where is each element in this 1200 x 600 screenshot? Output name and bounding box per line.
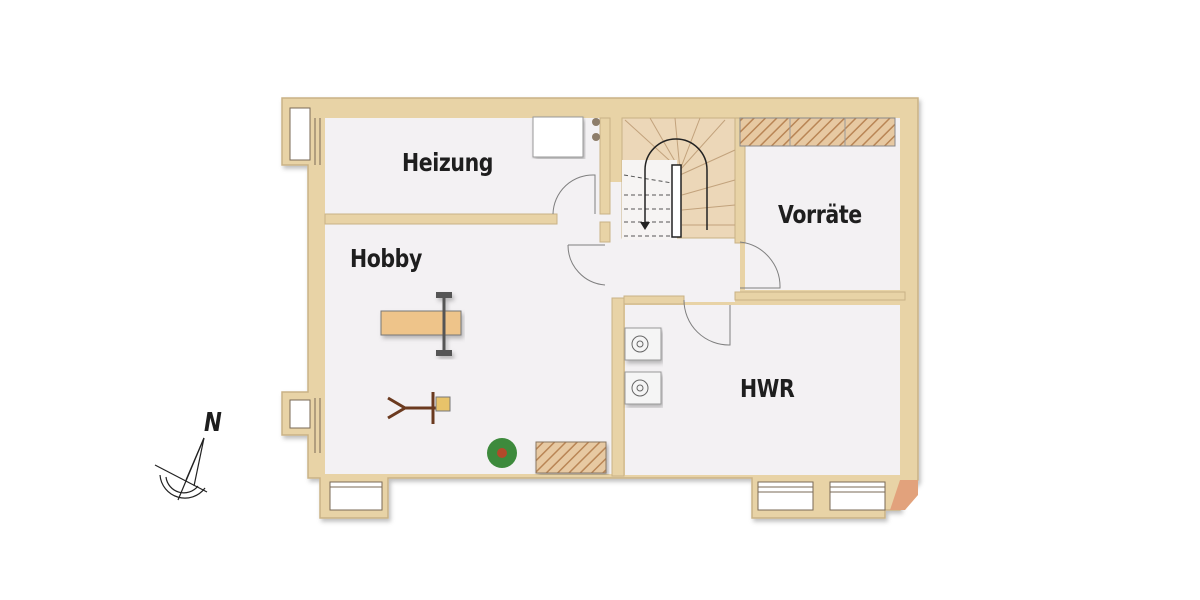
corner-accent [890,480,918,510]
plant [487,438,517,468]
room-label-heizung: Heizung [402,148,494,177]
hobby-furniture [380,292,607,474]
window-hwr-1 [757,481,814,511]
room-label-vorraete: Vorräte [778,200,862,229]
room-label-hwr: HWR [740,374,795,403]
door-vorraete [739,241,781,289]
stair-stringer [671,164,682,238]
window-hobby-bottom [329,481,383,511]
window-hwr-2 [829,481,886,511]
exercise-bike [387,392,451,424]
door-hwr [683,299,731,346]
window-hobby-side [289,399,311,429]
stair-direction-arrow [644,138,708,230]
wall-vorraete-hwr [734,291,906,301]
compass-north-arrow [154,437,208,501]
room-vorraete-floor [745,118,900,290]
appliances [624,327,662,405]
windows [289,107,886,511]
staircase [621,117,736,240]
doors [552,174,781,346]
room-hwr-floor [625,305,900,475]
boiler [532,116,584,158]
compass-label: N [204,408,222,438]
room-label-hobby: Hobby [350,244,422,273]
storage-box [535,441,607,474]
door-heizung [552,174,596,215]
shelving [739,117,896,147]
wall-heizung-hobby [324,213,558,225]
wall-hall-left [599,117,611,215]
window-heizung [289,107,311,161]
weight-bench [380,292,462,356]
wall-hobby-hwr [611,297,625,477]
door-hobby [567,244,606,286]
tank-connection [592,118,600,126]
